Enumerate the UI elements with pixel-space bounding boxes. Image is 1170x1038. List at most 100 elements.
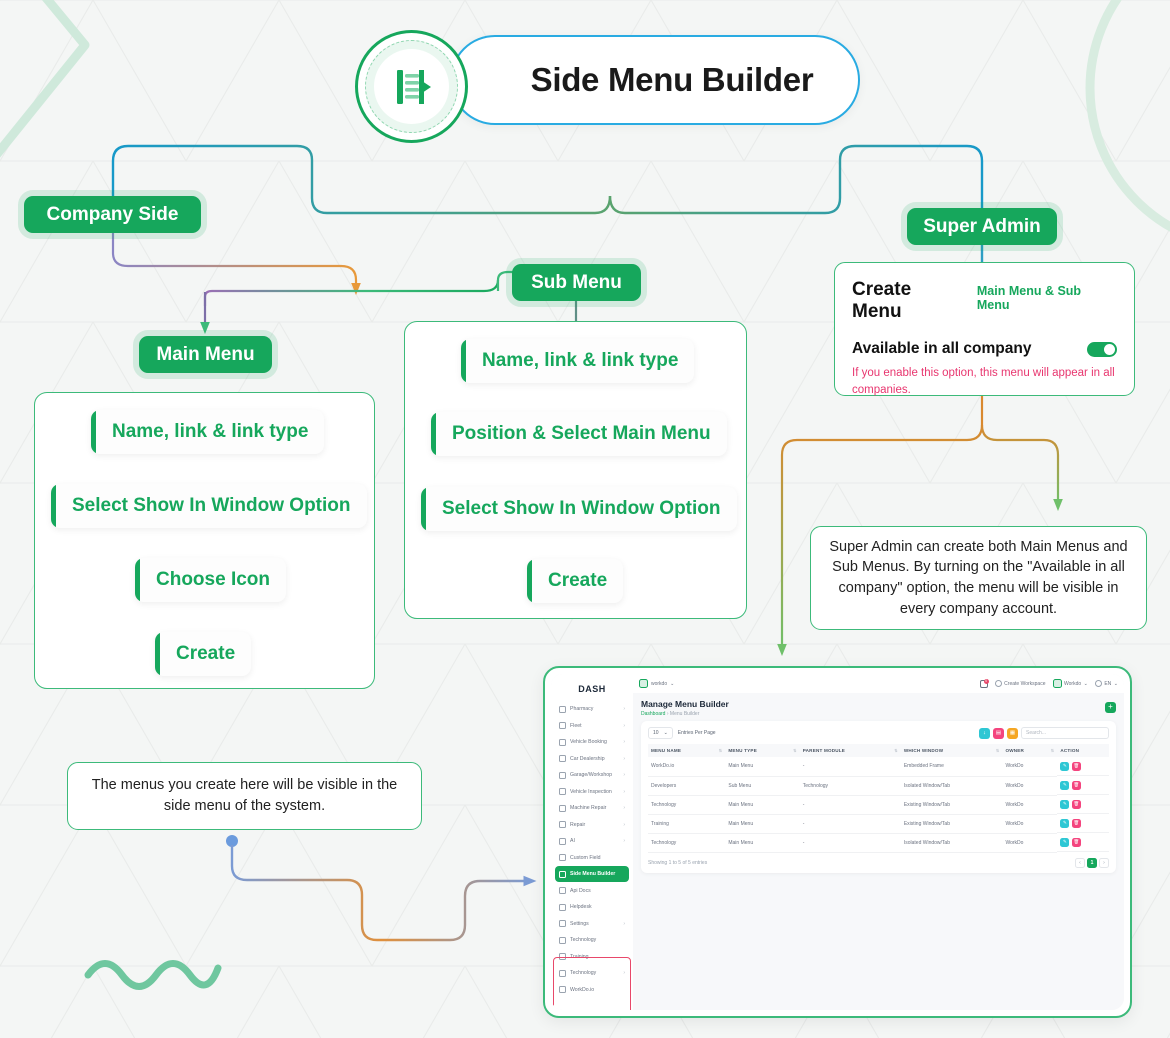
cell-which-window: Existing Window/Tab bbox=[900, 795, 1003, 815]
delete-icon[interactable]: 🗑 bbox=[1071, 818, 1081, 828]
sidebar-item-icon bbox=[559, 870, 566, 878]
app-table-card: 10 ⌄ Entries Per Page ↓ ▤ ▦ Search... ME… bbox=[641, 721, 1116, 873]
delete-icon[interactable]: 🗑 bbox=[1071, 837, 1081, 847]
cell-menu-type: Main Menu bbox=[725, 814, 800, 834]
create-menu-card: Create Menu Main Menu & Sub Menu Availab… bbox=[834, 262, 1135, 396]
sort-icon[interactable]: ⇅ bbox=[718, 748, 723, 753]
sidebar-item-technology[interactable]: Technology› bbox=[555, 965, 629, 981]
sidebar-item-label: AI bbox=[570, 838, 575, 844]
column-header-menu-type[interactable]: MENU TYPE⇅ bbox=[725, 744, 800, 757]
breadcrumb-root[interactable]: Dashboard bbox=[641, 711, 666, 717]
available-all-company-row: Available in all company bbox=[852, 340, 1117, 358]
pagination-next[interactable]: › bbox=[1099, 857, 1109, 868]
edit-icon[interactable]: ✎ bbox=[1060, 761, 1070, 771]
sort-icon[interactable]: ⇅ bbox=[793, 748, 797, 753]
cell-action: ✎🗑 bbox=[1057, 795, 1109, 814]
edit-icon[interactable]: ✎ bbox=[1060, 780, 1070, 790]
delete-icon[interactable]: 🗑 bbox=[1071, 799, 1081, 809]
available-all-company-label: Available in all company bbox=[852, 340, 1032, 357]
pdf-icon[interactable]: ▤ bbox=[993, 727, 1004, 739]
sidebar-item-label: Training bbox=[570, 953, 589, 960]
sidebar-item-ai[interactable]: AI› bbox=[555, 833, 629, 849]
sidebar-item-label: Repair bbox=[570, 821, 586, 828]
create-menu-header: Create Menu Main Menu & Sub Menu bbox=[852, 279, 1117, 323]
workspace-select-icon bbox=[1052, 679, 1062, 688]
step-label: Position & Select Main Menu bbox=[452, 423, 711, 444]
branch-chip-main-menu[interactable]: Main Menu bbox=[139, 336, 272, 373]
sidebar-item-api-docs[interactable]: Api Docs bbox=[555, 883, 629, 899]
workspace-select[interactable]: Workdo ⌄ bbox=[1052, 679, 1088, 688]
language-select[interactable]: EN ⌄ bbox=[1094, 680, 1118, 687]
add-menu-button[interactable]: + bbox=[1105, 702, 1116, 713]
sidebar-item-repair[interactable]: Repair› bbox=[555, 817, 629, 833]
sub-menu-step-2: Position & Select Main Menu bbox=[431, 412, 727, 456]
sidebar-item-technology[interactable]: Technology bbox=[555, 932, 629, 948]
entries-per-page-select[interactable]: 10 ⌄ bbox=[648, 727, 673, 739]
sidebar-item-settings[interactable]: Settings› bbox=[555, 916, 629, 932]
chevron-right-icon: › bbox=[623, 706, 625, 712]
notification-icon[interactable]: 0 bbox=[979, 678, 989, 688]
edit-icon[interactable]: ✎ bbox=[1060, 799, 1070, 809]
chevron-right-icon: › bbox=[623, 722, 625, 729]
sidebar-item-workdo-io[interactable]: WorkDo.io bbox=[555, 982, 629, 998]
menu-list-arrow-icon bbox=[396, 69, 431, 104]
step-label: Create bbox=[176, 643, 236, 664]
branch-chip-super-admin[interactable]: Super Admin bbox=[907, 208, 1057, 245]
app-logo-badge bbox=[355, 30, 468, 143]
cell-owner: WorkDo bbox=[1002, 814, 1058, 834]
sidebar-item-fleet[interactable]: Fleet › bbox=[555, 718, 629, 734]
sort-icon[interactable]: ⇅ bbox=[1050, 748, 1055, 753]
branch-chip-company-side[interactable]: Company Side bbox=[24, 196, 201, 233]
sidebar-item-car-dealership[interactable]: Car Dealership› bbox=[555, 751, 629, 767]
search-input[interactable]: Search... bbox=[1021, 727, 1109, 739]
sidebar-item-label: Fleet bbox=[570, 722, 582, 729]
sort-icon[interactable]: ⇅ bbox=[894, 748, 898, 753]
cell-action: ✎🗑 bbox=[1057, 814, 1109, 833]
zigzag-decoration bbox=[0, 0, 90, 158]
create-workspace-button[interactable]: Create Workspace bbox=[994, 680, 1046, 687]
column-header-which-window[interactable]: WHICH WINDOW⇅ bbox=[900, 744, 1003, 757]
column-header-parent-module[interactable]: PARENT MODULE⇅ bbox=[799, 744, 901, 757]
cell-parent-module: - bbox=[799, 795, 901, 815]
sidebar-item-side-menu-builder[interactable]: Side Menu Builder bbox=[555, 866, 629, 882]
pagination-page-1[interactable]: 1 bbox=[1087, 857, 1097, 868]
pagination-prev[interactable]: ‹ bbox=[1075, 857, 1085, 868]
chevron-right-icon: › bbox=[623, 805, 625, 811]
sidebar-item-vehicle-booking[interactable]: Vehicle Booking› bbox=[555, 734, 629, 750]
sidebar-item-icon bbox=[559, 953, 566, 960]
create-workspace-label: Create Workspace bbox=[1004, 680, 1046, 687]
chevron-right-icon: › bbox=[623, 739, 625, 745]
sidebar-item-machine-repair[interactable]: Machine Repair› bbox=[555, 800, 629, 816]
edit-icon[interactable]: ✎ bbox=[1060, 837, 1070, 847]
column-header-owner[interactable]: OWNER⇅ bbox=[1002, 744, 1058, 757]
cell-which-window: Existing Window/Tab bbox=[900, 814, 1003, 834]
sidebar-item-helpdesk[interactable]: Helpdesk bbox=[555, 899, 629, 915]
csv-icon[interactable]: ▦ bbox=[1007, 727, 1018, 739]
sidebar-item-garage-workshop[interactable]: Garage/Workshop› bbox=[555, 767, 629, 783]
sort-icon[interactable]: ⇅ bbox=[995, 748, 1000, 753]
sidebar-item-label: Vehicle Inspection bbox=[570, 788, 612, 795]
app-sidebar: DASH Pharmacy›Fleet›Vehicle Booking›Car … bbox=[551, 674, 633, 1010]
sidebar-item-custom-field[interactable]: Custom Field bbox=[555, 850, 629, 866]
sidebar-item-pharmacy[interactable]: Pharmacy› bbox=[555, 701, 629, 717]
delete-icon[interactable]: 🗑 bbox=[1071, 780, 1081, 790]
sidebar-item-training[interactable]: Training bbox=[555, 949, 629, 965]
main-menu-step-4: Create bbox=[155, 632, 252, 676]
available-all-company-toggle[interactable] bbox=[1087, 341, 1117, 357]
cell-which-window: Embedded Frame bbox=[900, 757, 1003, 777]
chevron-right-icon: › bbox=[623, 772, 625, 778]
download-icon[interactable]: ↓ bbox=[979, 727, 990, 739]
chevron-down-icon: ⌄ bbox=[663, 730, 668, 736]
delete-icon[interactable]: 🗑 bbox=[1071, 761, 1081, 771]
workspace-switcher[interactable]: workdo ⌄ bbox=[639, 679, 674, 688]
menu-table: MENU NAME⇅MENU TYPE⇅PARENT MODULE⇅WHICH … bbox=[648, 744, 1109, 853]
sidebar-item-vehicle-inspection[interactable]: Vehicle Inspection› bbox=[555, 784, 629, 800]
cell-menu-name: Developers bbox=[648, 776, 726, 796]
edit-icon[interactable]: ✎ bbox=[1060, 818, 1070, 828]
entries-per-page-label: Entries Per Page bbox=[677, 730, 716, 736]
app-logo-text: DASH bbox=[578, 684, 606, 694]
branch-chip-sub-menu[interactable]: Sub Menu bbox=[512, 264, 641, 301]
column-header-menu-name[interactable]: MENU NAME⇅ bbox=[648, 744, 726, 757]
cell-parent-module: - bbox=[799, 833, 901, 853]
